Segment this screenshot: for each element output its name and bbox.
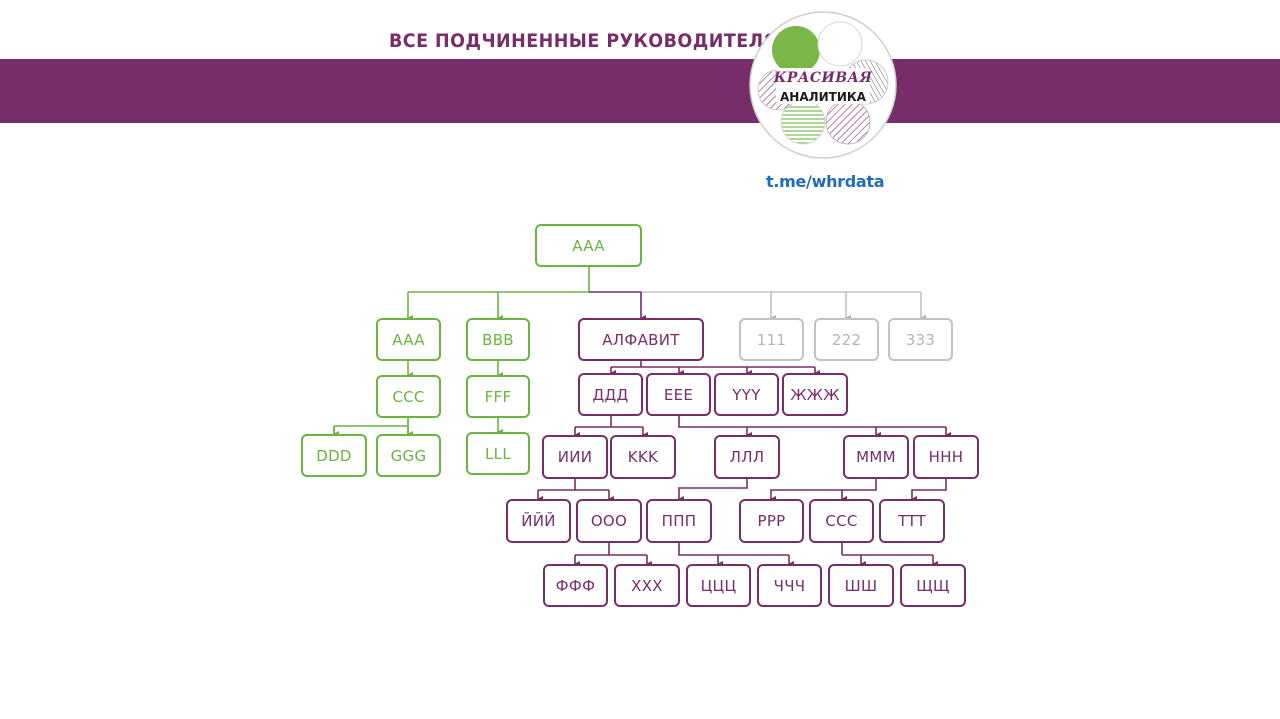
node-l1: 333 [888, 318, 953, 361]
node-purple: EEE [646, 373, 711, 416]
node-purple: TTT [879, 499, 945, 543]
node-purple: OOO [576, 499, 642, 543]
node-purple: ШШ [828, 564, 894, 607]
node-green: LLL [466, 432, 530, 475]
node-purple: ДДД [578, 373, 643, 416]
node-purple: HHH [913, 435, 979, 479]
node-green: FFF [466, 375, 530, 418]
node-l1: АЛФАВИТ [578, 318, 704, 361]
logo-graphic [749, 11, 897, 159]
node-green: GGG [376, 434, 441, 477]
node-purple: KKK [610, 435, 676, 479]
node-purple: ППП [646, 499, 712, 543]
node-purple: PPP [739, 499, 804, 543]
node-purple: ФФФ [543, 564, 608, 607]
node-purple: CCC [809, 499, 874, 543]
node-l1: BBB [466, 318, 530, 361]
node-purple: XXX [614, 564, 680, 607]
node-purple: MMM [843, 435, 909, 479]
node-green: CCC [376, 375, 441, 418]
brand-logo: КРАСИВАЯ АНАЛИТИКА [748, 10, 898, 160]
node-l1: 222 [814, 318, 879, 361]
node-purple: ЙЙЙ [506, 499, 571, 543]
node-l1: 111 [739, 318, 804, 361]
node-purple: YYY [714, 373, 779, 416]
node-purple: ЖЖЖ [782, 373, 848, 416]
node-purple: ЩЩ [900, 564, 966, 607]
logo-text-top: КРАСИВАЯ [773, 70, 873, 86]
logo-text-bottom: АНАЛИТИКА [780, 90, 866, 104]
node-green: DDD [301, 434, 367, 477]
node-purple: ЧЧЧ [757, 564, 822, 607]
header-banner [0, 59, 1280, 123]
telegram-link[interactable]: t.me/whrdata [766, 172, 885, 191]
node-l1: AAA [376, 318, 441, 361]
node-purple: ЛЛЛ [714, 435, 780, 479]
node-root: AAA [535, 224, 642, 267]
node-purple: ЦЦЦ [686, 564, 751, 607]
node-purple: ИИИ [542, 435, 608, 479]
page-title: ВСЕ ПОДЧИНЕННЫЕ РУКОВОДИТЕЛЯ [389, 30, 778, 52]
